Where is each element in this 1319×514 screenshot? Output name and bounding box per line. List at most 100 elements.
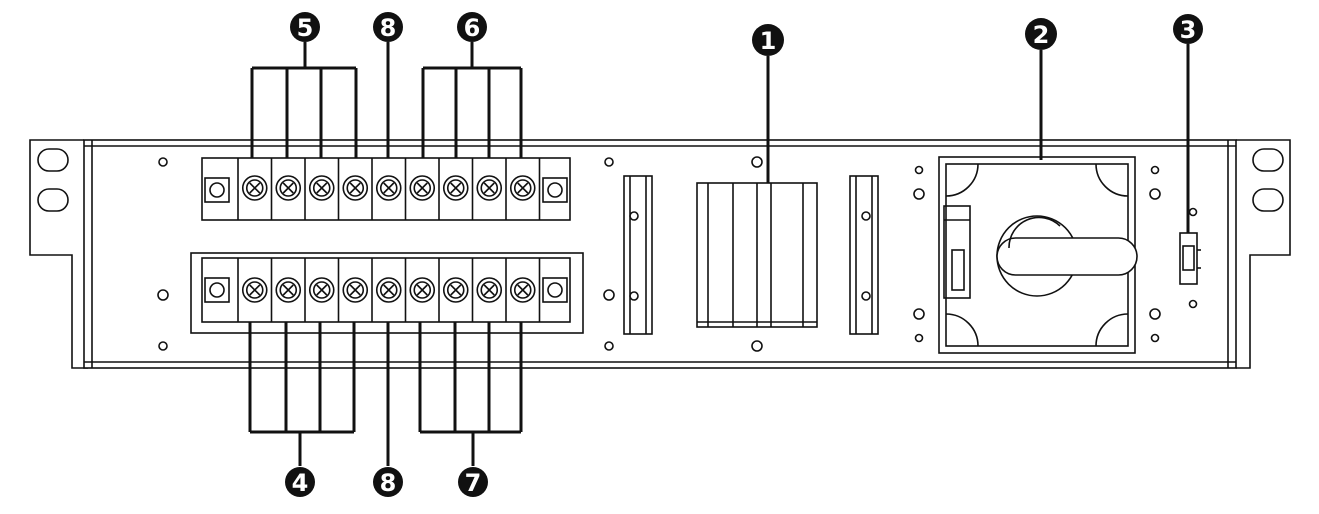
bottom-terminal-slot xyxy=(416,284,428,296)
callout-3: 3 xyxy=(1173,14,1203,44)
bottom-terminal-screw-inner xyxy=(245,281,264,299)
terminal-row-top xyxy=(204,158,568,220)
top-end-cap-left xyxy=(204,177,230,203)
bottom-terminal-screw-inner xyxy=(312,281,331,299)
callout-1: 1 xyxy=(752,24,784,56)
bottom-terminal-screw xyxy=(241,277,268,303)
screw-hole xyxy=(1188,299,1198,309)
callout-8-top: 8 xyxy=(373,12,403,42)
leader-4 xyxy=(248,322,356,466)
top-terminal-slot xyxy=(483,182,495,194)
top-terminal-screw-inner xyxy=(413,179,432,197)
top-terminal-screw-inner xyxy=(513,179,532,197)
ear-slot-right-top xyxy=(1252,148,1284,172)
top-terminal-screw-inner xyxy=(480,179,499,197)
top-end-screw-right xyxy=(547,182,563,198)
bottom-terminal-slot xyxy=(483,284,495,296)
bracket-left xyxy=(623,175,653,335)
top-terminal-screw-inner xyxy=(312,179,331,197)
leader-5 xyxy=(250,42,358,158)
screw-hole xyxy=(751,340,763,352)
bottom-end-screw-left xyxy=(209,282,225,298)
top-terminal-screw-inner xyxy=(245,179,264,197)
ear-slot-left-top xyxy=(37,148,69,172)
callout-4-label: 4 xyxy=(292,469,309,497)
bottom-terminal-slot xyxy=(282,284,294,296)
callout-1-label: 1 xyxy=(760,27,777,55)
terminal-row-bottom xyxy=(204,258,568,322)
bottom-terminal-screw-inner xyxy=(413,281,432,299)
bottom-terminal-screw xyxy=(308,277,335,303)
top-terminal-slot xyxy=(349,182,361,194)
top-terminal-screw-inner xyxy=(379,179,398,197)
bottom-terminal-slot xyxy=(517,284,529,296)
screw-hole xyxy=(1150,165,1160,175)
screw-hole xyxy=(751,156,763,168)
bottom-end-cap-left xyxy=(204,277,230,303)
top-terminal-screw-inner xyxy=(346,179,365,197)
screw-hole xyxy=(158,341,168,351)
rotary-handle xyxy=(996,237,1138,276)
screw-hole xyxy=(914,165,924,175)
leader-7 xyxy=(418,322,523,466)
bottom-terminal-screw-inner xyxy=(346,281,365,299)
terminal-block-bottom xyxy=(201,257,571,323)
top-terminal-slot xyxy=(450,182,462,194)
top-end-screw-left xyxy=(209,182,225,198)
bottom-terminal-screw xyxy=(275,277,302,303)
leader-6 xyxy=(421,42,523,158)
top-terminal-screw xyxy=(442,175,469,201)
screw-hole xyxy=(1149,308,1161,320)
bottom-terminal-slot xyxy=(349,284,361,296)
bottom-terminal-screw-inner xyxy=(446,281,465,299)
callout-8-top-label: 8 xyxy=(380,14,397,42)
top-terminal-screw xyxy=(509,175,536,201)
screw-hole xyxy=(604,157,614,167)
screw-hole xyxy=(603,289,615,301)
top-terminal-slot xyxy=(316,182,328,194)
callout-7-label: 7 xyxy=(465,469,482,497)
bottom-end-screw-right xyxy=(547,282,563,298)
switch-latch xyxy=(943,205,971,299)
left-mounting-ear xyxy=(29,139,88,369)
screw-hole xyxy=(157,289,169,301)
top-terminal-screw xyxy=(342,175,369,201)
ear-slot-left-bottom xyxy=(37,188,69,212)
bottom-terminal-screw xyxy=(342,277,369,303)
terminal-block-top xyxy=(201,157,571,221)
bottom-terminal-screw xyxy=(409,277,436,303)
callout-8-bottom: 8 xyxy=(373,467,403,497)
callout-8-bottom-label: 8 xyxy=(380,469,397,497)
bottom-terminal-screw-inner xyxy=(379,281,398,299)
bottom-terminal-slot xyxy=(249,284,261,296)
screw-hole xyxy=(913,308,925,320)
bottom-terminal-screw-inner xyxy=(513,281,532,299)
top-terminal-screw xyxy=(409,175,436,201)
bracket-right xyxy=(849,175,879,335)
top-terminal-slot xyxy=(517,182,529,194)
bottom-end-cap-right xyxy=(542,277,568,303)
bottom-terminal-screw-inner xyxy=(480,281,499,299)
top-end-cap-right xyxy=(542,177,568,203)
top-terminal-screw xyxy=(241,175,268,201)
screw-hole xyxy=(913,188,925,200)
top-terminal-slot xyxy=(383,182,395,194)
top-terminal-screw xyxy=(375,175,402,201)
screw-hole xyxy=(604,341,614,351)
callout-3-label: 3 xyxy=(1180,16,1197,44)
callouts: 5 8 6 1 2 3 4 8 7 xyxy=(285,12,1203,497)
bottom-terminal-screw xyxy=(375,277,402,303)
top-terminal-slot xyxy=(282,182,294,194)
top-terminal-screw xyxy=(275,175,302,201)
callout-2-label: 2 xyxy=(1033,21,1050,49)
callout-4: 4 xyxy=(285,467,315,497)
top-terminal-screw xyxy=(308,175,335,201)
screw-hole xyxy=(914,333,924,343)
ear-slot-right-bottom xyxy=(1252,188,1284,212)
screw-hole xyxy=(1150,333,1160,343)
top-terminal-screw-inner xyxy=(279,179,298,197)
bottom-terminal-slot xyxy=(450,284,462,296)
screw-hole xyxy=(158,157,168,167)
bottom-terminal-slot xyxy=(316,284,328,296)
